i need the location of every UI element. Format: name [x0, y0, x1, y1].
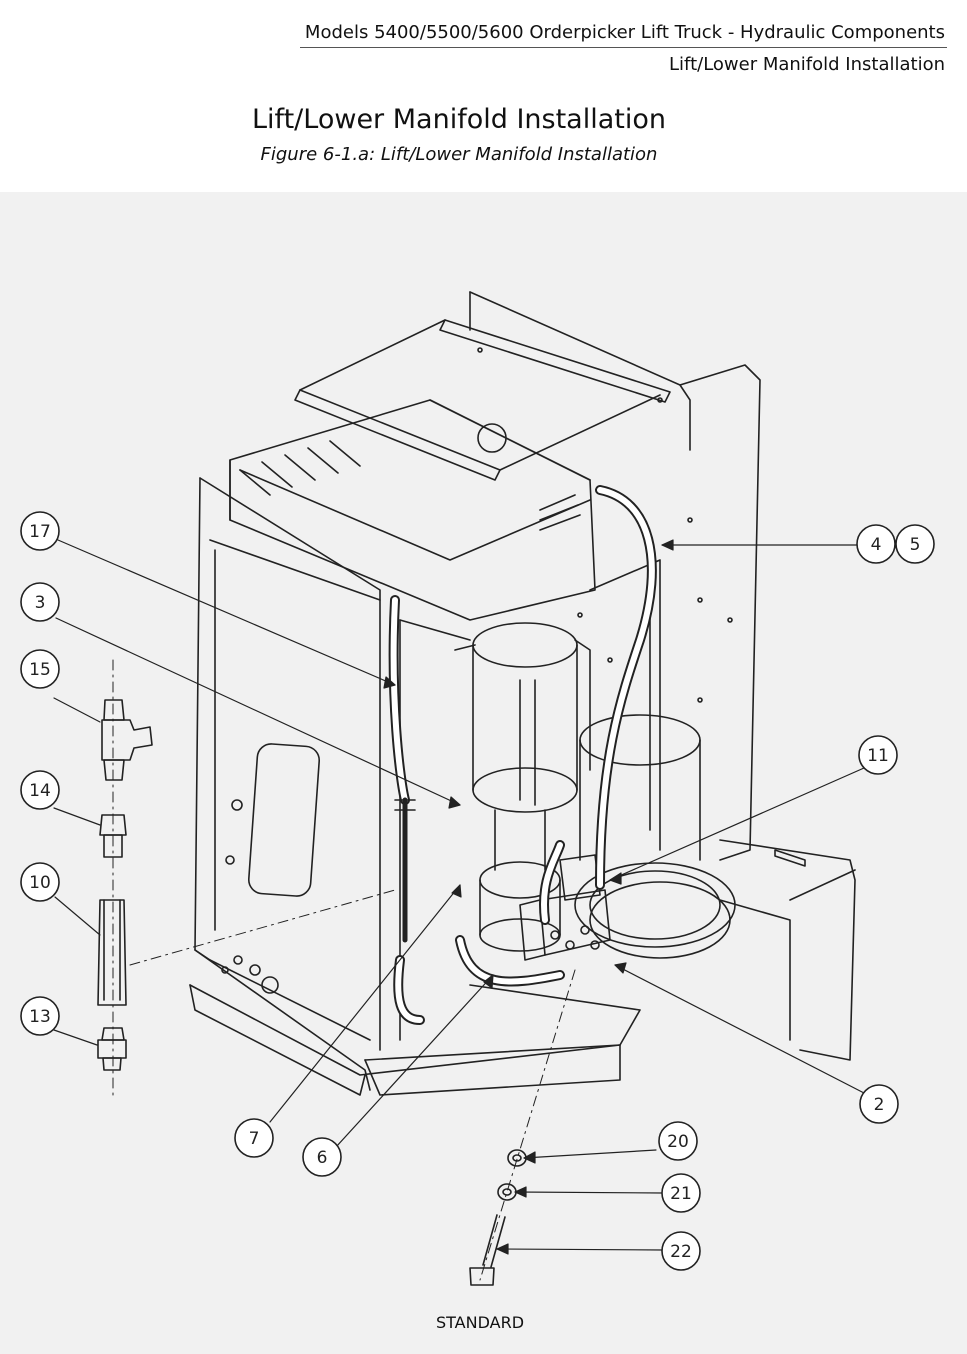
callout-6-label: 6	[317, 1148, 328, 1168]
callout-11-label: 11	[867, 746, 889, 766]
callout-11: 11	[858, 735, 898, 775]
callout-17: 17	[20, 511, 60, 551]
callout-13-label: 13	[29, 1007, 51, 1027]
callout-10: 10	[20, 862, 60, 902]
callout-6: 6	[302, 1137, 342, 1177]
truck-frame-drawing	[189, 291, 856, 1096]
figure-variant-label: STANDARD	[435, 1313, 525, 1332]
figure-caption: Figure 6-1.a: Lift/Lower Manifold Instal…	[260, 144, 658, 165]
callout-22-label: 22	[670, 1242, 692, 1262]
callout-2-label: 2	[874, 1095, 885, 1115]
callout-21: 21	[661, 1173, 701, 1213]
callout-15-label: 15	[29, 660, 51, 680]
fitting-stack-drawing	[97, 659, 396, 1101]
callout-21-label: 21	[670, 1184, 692, 1204]
callout-14: 14	[20, 770, 60, 810]
exploded-view-drawing: 17 3 15 14 10 13 4 5	[20, 291, 935, 1286]
callout-14-label: 14	[29, 781, 51, 801]
callout-17-label: 17	[29, 522, 51, 542]
callout-15: 15	[20, 649, 60, 689]
header-model-title: Models 5400/5500/5600 Orderpicker Lift T…	[304, 22, 945, 43]
callout-5-label: 5	[910, 535, 921, 555]
manifold-installation-figure: 17 3 15 14 10 13 4 5	[0, 192, 967, 1354]
leader-lines	[53, 539, 865, 1255]
page-title: Lift/Lower Manifold Installation	[252, 104, 666, 135]
callout-7-label: 7	[249, 1129, 260, 1149]
header-rule	[300, 47, 947, 48]
callout-20-label: 20	[667, 1132, 689, 1152]
callout-22: 22	[661, 1231, 701, 1271]
hardware-stack-drawing	[469, 969, 576, 1286]
callout-13: 13	[20, 996, 60, 1036]
callout-3-label: 3	[35, 593, 46, 613]
callout-5: 5	[895, 524, 935, 564]
callout-20: 20	[658, 1121, 698, 1161]
callout-2: 2	[859, 1084, 899, 1124]
callout-4: 4	[856, 524, 896, 564]
callout-3: 3	[20, 582, 60, 622]
header-section-title: Lift/Lower Manifold Installation	[669, 54, 945, 75]
callout-7: 7	[234, 1118, 274, 1158]
callout-4-label: 4	[871, 535, 882, 555]
callout-10-label: 10	[29, 873, 51, 893]
